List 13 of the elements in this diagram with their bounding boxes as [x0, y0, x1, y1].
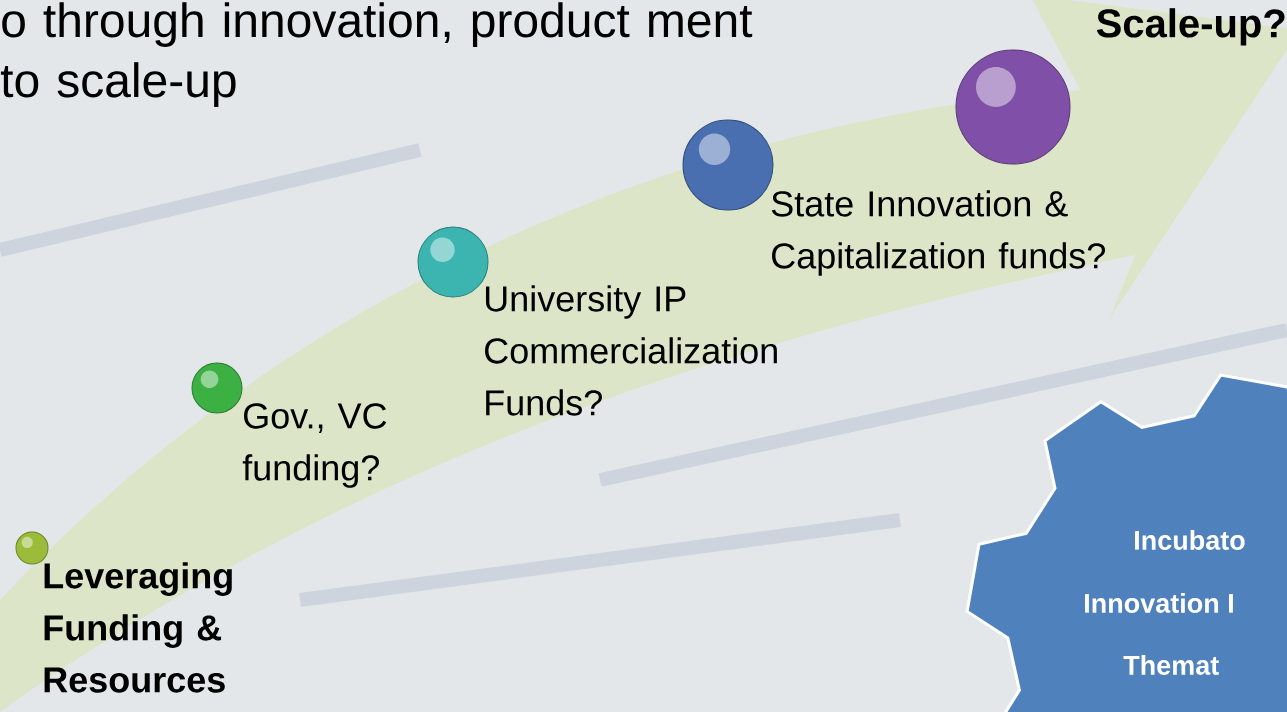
- gear-label: Themat: [1123, 655, 1219, 675]
- gear: [965, 373, 1287, 712]
- ball: [191, 362, 243, 414]
- stage-label: University IP Commercialization Funds?: [485, 285, 777, 416]
- title: o through innovation, product ment to scale-up: [0, 2, 753, 107]
- stage-label: Leveraging Funding & Resources: [44, 562, 232, 693]
- stage-label: State Innovation & Capitalization funds?: [771, 190, 1105, 276]
- ball: [682, 119, 774, 211]
- gear-label: Incubato: [1135, 530, 1245, 550]
- stage-label: Scale-up?: [1096, 8, 1285, 46]
- ball: [955, 49, 1071, 165]
- stage-label: Gov., VC funding?: [242, 403, 387, 488]
- gear-label: Innovation I: [1085, 593, 1233, 613]
